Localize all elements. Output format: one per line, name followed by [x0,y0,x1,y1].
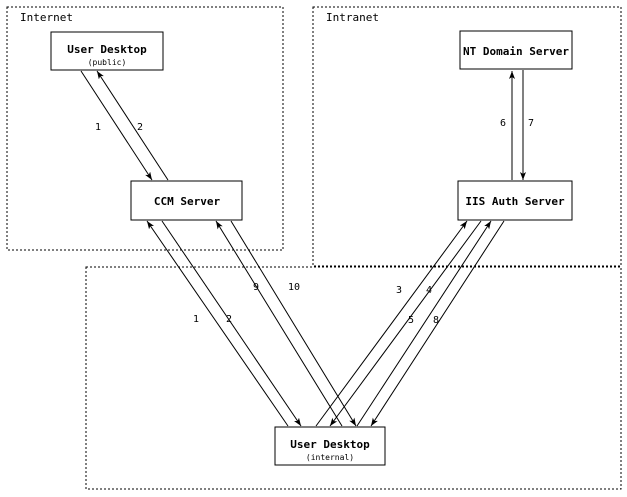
node-subtitle-user-desktop-internal: (internal) [306,453,354,462]
node-title-nt-domain-server: NT Domain Server [463,45,569,58]
flow-arrow-flow-10 [230,220,357,427]
zone-boundary-internal-lan [85,266,622,490]
node-box-user-desktop-public[interactable] [50,31,164,71]
zone-internet: Internet [6,6,284,251]
nodes-layer: User Desktop (public) CCM Server NT Domain … [50,30,573,466]
flow-arrow-flow-4 [329,220,482,427]
node-box-iis-auth-server[interactable] [457,180,573,221]
node-title-ccm-server: CCM Server [154,195,221,208]
flow-label-flow-10: 10 [288,282,300,293]
flow-label-flow-4: 4 [426,285,432,296]
node-subtitle-user-desktop-public: (public) [88,58,127,67]
node-iis-auth-server[interactable]: IIS Auth Server [457,180,573,221]
flows-layer [80,70,526,427]
node-title-iis-auth-server: IIS Auth Server [465,195,565,208]
flow-arrow-flow-3 [315,220,468,427]
node-box-user-desktop-internal[interactable] [274,426,386,466]
zone-label-intranet: Intranet [326,11,379,24]
flow-labels-layer: 1 2 1 2 9 10 3 4 5 8 6 7 [95,118,534,326]
flow-arrow-flow-9 [215,220,343,427]
node-title-user-desktop-public: User Desktop [67,43,147,56]
flow-label-flow-3: 3 [396,285,402,296]
flow-arrow-flow-8 [370,220,505,427]
flow-label-flow-9: 9 [253,282,259,293]
flow-label-flow-2-internal: 2 [226,314,232,325]
flow-label-flow-8: 8 [433,315,439,326]
node-user-desktop-internal[interactable]: User Desktop (internal) [274,426,386,466]
zones-layer: Internet Intranet [6,6,622,490]
zone-boundary-internet [6,6,284,251]
node-nt-domain-server[interactable]: NT Domain Server [459,30,573,70]
flow-arrow-flow-5 [356,220,492,427]
flow-label-flow-6: 6 [500,118,506,129]
node-box-nt-domain-server[interactable] [459,30,573,70]
node-ccm-server[interactable]: CCM Server [130,180,243,221]
zone-boundary-intranet [312,6,622,267]
zone-internal-lan [85,266,622,490]
node-title-user-desktop-internal: User Desktop [290,438,370,451]
flow-arrow-flow-2-public [96,70,169,181]
flow-label-flow-1-public: 1 [95,122,101,133]
zone-intranet: Intranet [312,6,622,267]
flow-label-flow-1-internal: 1 [193,314,199,325]
flow-label-flow-5: 5 [408,315,414,326]
zone-label-internet: Internet [20,11,73,24]
flow-label-flow-2-public: 2 [137,122,143,133]
node-user-desktop-public[interactable]: User Desktop (public) [50,31,164,71]
flow-arrow-flow-1-internal [146,220,289,427]
flow-arrow-flow-2-internal [161,220,302,427]
flow-arrow-flow-1-public [80,70,153,181]
flow-label-flow-7: 7 [528,118,534,129]
node-box-ccm-server[interactable] [130,180,243,221]
